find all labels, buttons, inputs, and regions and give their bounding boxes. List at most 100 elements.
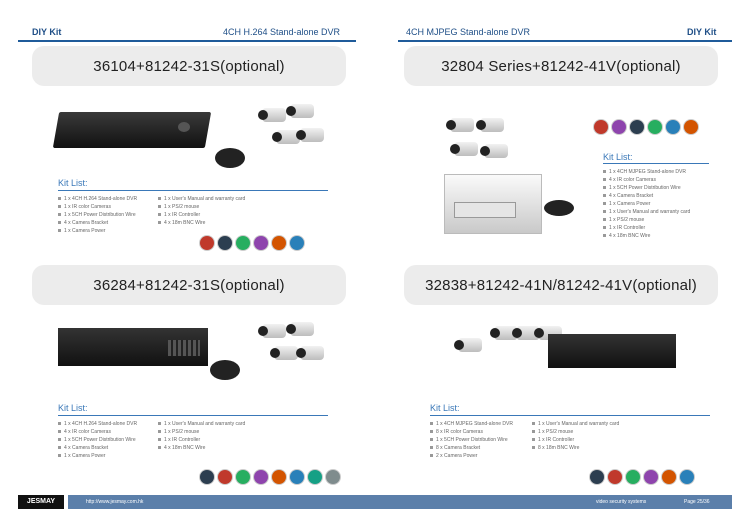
page-footer: JESMAY http://www.jesmay.com.hk video se… bbox=[0, 491, 750, 513]
feature-logo-icon bbox=[272, 470, 286, 484]
kit-2-items: 1 x 4CH MJPEG Stand-alone DVR 4 x IR col… bbox=[603, 168, 723, 240]
feature-logo-icon bbox=[684, 120, 698, 134]
feature-logo-icon bbox=[218, 236, 232, 250]
kit-1-items-left: 1 x 4CH H.264 Stand-alone DVR 1 x IR col… bbox=[58, 195, 158, 235]
feature-logo-icon bbox=[236, 470, 250, 484]
left-header-subtitle: 4CH H.264 Stand-alone DVR bbox=[223, 27, 341, 37]
feature-logo-icon bbox=[590, 470, 604, 484]
list-item: 8 x 18m BNC Wire bbox=[532, 444, 652, 452]
kit-1-product-image bbox=[50, 100, 330, 170]
kit-4-items-left: 1 x 4CH MJPEG Stand-alone DVR 8 x IR col… bbox=[430, 420, 530, 460]
feature-logo-icon bbox=[218, 470, 232, 484]
kit-1-list-heading: Kit List: bbox=[58, 178, 88, 188]
kit-4-product-image bbox=[450, 322, 690, 377]
feature-logo-icon bbox=[662, 470, 676, 484]
list-item: 1 x IR Controller bbox=[158, 211, 278, 219]
list-item: 1 x 4CH MJPEG Stand-alone DVR bbox=[430, 420, 530, 428]
list-item: 1 x User's Manual and warranty card bbox=[158, 195, 278, 203]
kit-4-items-right: 1 x User's Manual and warranty card 1 x … bbox=[532, 420, 652, 452]
list-item: 1 x 5CH Power Distribution Wire bbox=[58, 436, 158, 444]
kit-3-list-heading: Kit List: bbox=[58, 403, 88, 413]
kit-1-title-banner: 36104+81242-31S(optional) bbox=[32, 46, 346, 86]
list-item: 4 x Camera Bracket bbox=[58, 219, 158, 227]
footer-tagline: video security systems bbox=[596, 499, 647, 505]
feature-logo-icon bbox=[644, 470, 658, 484]
list-item: 2 x Camera Power bbox=[430, 452, 530, 460]
kit-3-items-left: 1 x 4CH H.264 Stand-alone DVR 4 x IR col… bbox=[58, 420, 158, 460]
list-item: 4 x 18m BNC Wire bbox=[158, 219, 278, 227]
kit-3-title-banner: 36284+81242-31S(optional) bbox=[32, 265, 346, 305]
feature-logo-icon bbox=[254, 236, 268, 250]
list-item: 1 x User's Manual and warranty card bbox=[158, 420, 278, 428]
feature-logo-icon bbox=[200, 470, 214, 484]
kit-3-list-divider bbox=[58, 415, 328, 416]
feature-logo-icon bbox=[236, 236, 250, 250]
website-link[interactable]: http://www.jesmay.com.hk bbox=[86, 499, 144, 505]
list-item: 1 x User's Manual and warranty card bbox=[532, 420, 652, 428]
list-item: 1 x PS/2 mouse bbox=[158, 428, 278, 436]
list-item: 4 x IR color Cameras bbox=[603, 176, 723, 184]
feature-logo-icon bbox=[612, 120, 626, 134]
feature-logo-icon bbox=[594, 120, 608, 134]
feature-logo-icon bbox=[290, 236, 304, 250]
list-item: 1 x 5CH Power Distribution Wire bbox=[603, 184, 723, 192]
list-item: 8 x IR color Cameras bbox=[430, 428, 530, 436]
list-item: 1 x 4CH H.264 Stand-alone DVR bbox=[58, 195, 158, 203]
list-item: 1 x Camera Power bbox=[58, 227, 158, 235]
kit-1-feature-logos bbox=[200, 236, 304, 250]
feature-logo-icon bbox=[666, 120, 680, 134]
kit-2-product-image bbox=[440, 112, 590, 242]
list-item: 1 x 5CH Power Distribution Wire bbox=[430, 436, 530, 444]
kit-2-feature-logos bbox=[594, 120, 698, 134]
list-item: 1 x PS/2 mouse bbox=[532, 428, 652, 436]
feature-logo-icon bbox=[630, 120, 644, 134]
list-item: 1 x PS/2 mouse bbox=[603, 216, 723, 224]
left-header-title: DIY Kit bbox=[32, 27, 62, 37]
kit-3-product-image bbox=[50, 320, 330, 390]
list-item: 1 x IR Controller bbox=[532, 436, 652, 444]
brand-logo: JESMAY bbox=[18, 495, 64, 509]
kit-2-title-banner: 32804 Series+81242-41V(optional) bbox=[404, 46, 718, 86]
right-header-title: DIY Kit bbox=[687, 27, 717, 37]
list-item: 1 x IR color Cameras bbox=[58, 203, 158, 211]
list-item: 1 x User's Manual and warranty card bbox=[603, 208, 723, 216]
list-item: 8 x Camera Bracket bbox=[430, 444, 530, 452]
feature-logo-icon bbox=[200, 236, 214, 250]
list-item: 4 x 18m BNC Wire bbox=[158, 444, 278, 452]
kit-4-list-heading: Kit List: bbox=[430, 403, 460, 413]
feature-logo-icon bbox=[254, 470, 268, 484]
kit-3-feature-logos bbox=[200, 470, 340, 484]
kit-4-title-banner: 32838+81242-41N/81242-41V(optional) bbox=[404, 265, 718, 305]
kit-1-items-right: 1 x User's Manual and warranty card 1 x … bbox=[158, 195, 278, 227]
feature-logo-icon bbox=[308, 470, 322, 484]
page-number: Page 25/36 bbox=[684, 499, 710, 505]
list-item: 1 x PS/2 mouse bbox=[158, 203, 278, 211]
kit-3-items-right: 1 x User's Manual and warranty card 1 x … bbox=[158, 420, 278, 452]
kit-2-list-heading: Kit List: bbox=[603, 152, 633, 162]
list-item: 4 x 18m BNC Wire bbox=[603, 232, 723, 240]
list-item: 1 x 5CH Power Distribution Wire bbox=[58, 211, 158, 219]
footer-bar bbox=[68, 495, 732, 509]
list-item: 1 x IR Controller bbox=[603, 224, 723, 232]
right-header-subtitle: 4CH MJPEG Stand-alone DVR bbox=[406, 27, 531, 37]
right-page-header: 4CH MJPEG Stand-alone DVR DIY Kit bbox=[398, 26, 732, 42]
list-item: 1 x Camera Power bbox=[58, 452, 158, 460]
feature-logo-icon bbox=[608, 470, 622, 484]
list-item: 4 x Camera Bracket bbox=[603, 192, 723, 200]
kit-1-list-divider bbox=[58, 190, 328, 191]
list-item: 1 x 4CH MJPEG Stand-alone DVR bbox=[603, 168, 723, 176]
kit-2-list-divider bbox=[603, 163, 709, 164]
list-item: 1 x IR Controller bbox=[158, 436, 278, 444]
list-item: 4 x IR color Cameras bbox=[58, 428, 158, 436]
list-item: 4 x Camera Bracket bbox=[58, 444, 158, 452]
list-item: 1 x 4CH H.264 Stand-alone DVR bbox=[58, 420, 158, 428]
kit-4-feature-logos bbox=[590, 470, 694, 484]
kit-4-list-divider bbox=[430, 415, 710, 416]
feature-logo-icon bbox=[290, 470, 304, 484]
feature-logo-icon bbox=[648, 120, 662, 134]
feature-logo-icon bbox=[326, 470, 340, 484]
list-item: 1 x Camera Power bbox=[603, 200, 723, 208]
feature-logo-icon bbox=[680, 470, 694, 484]
feature-logo-icon bbox=[272, 236, 286, 250]
left-page-header: DIY Kit 4CH H.264 Stand-alone DVR bbox=[18, 26, 356, 42]
